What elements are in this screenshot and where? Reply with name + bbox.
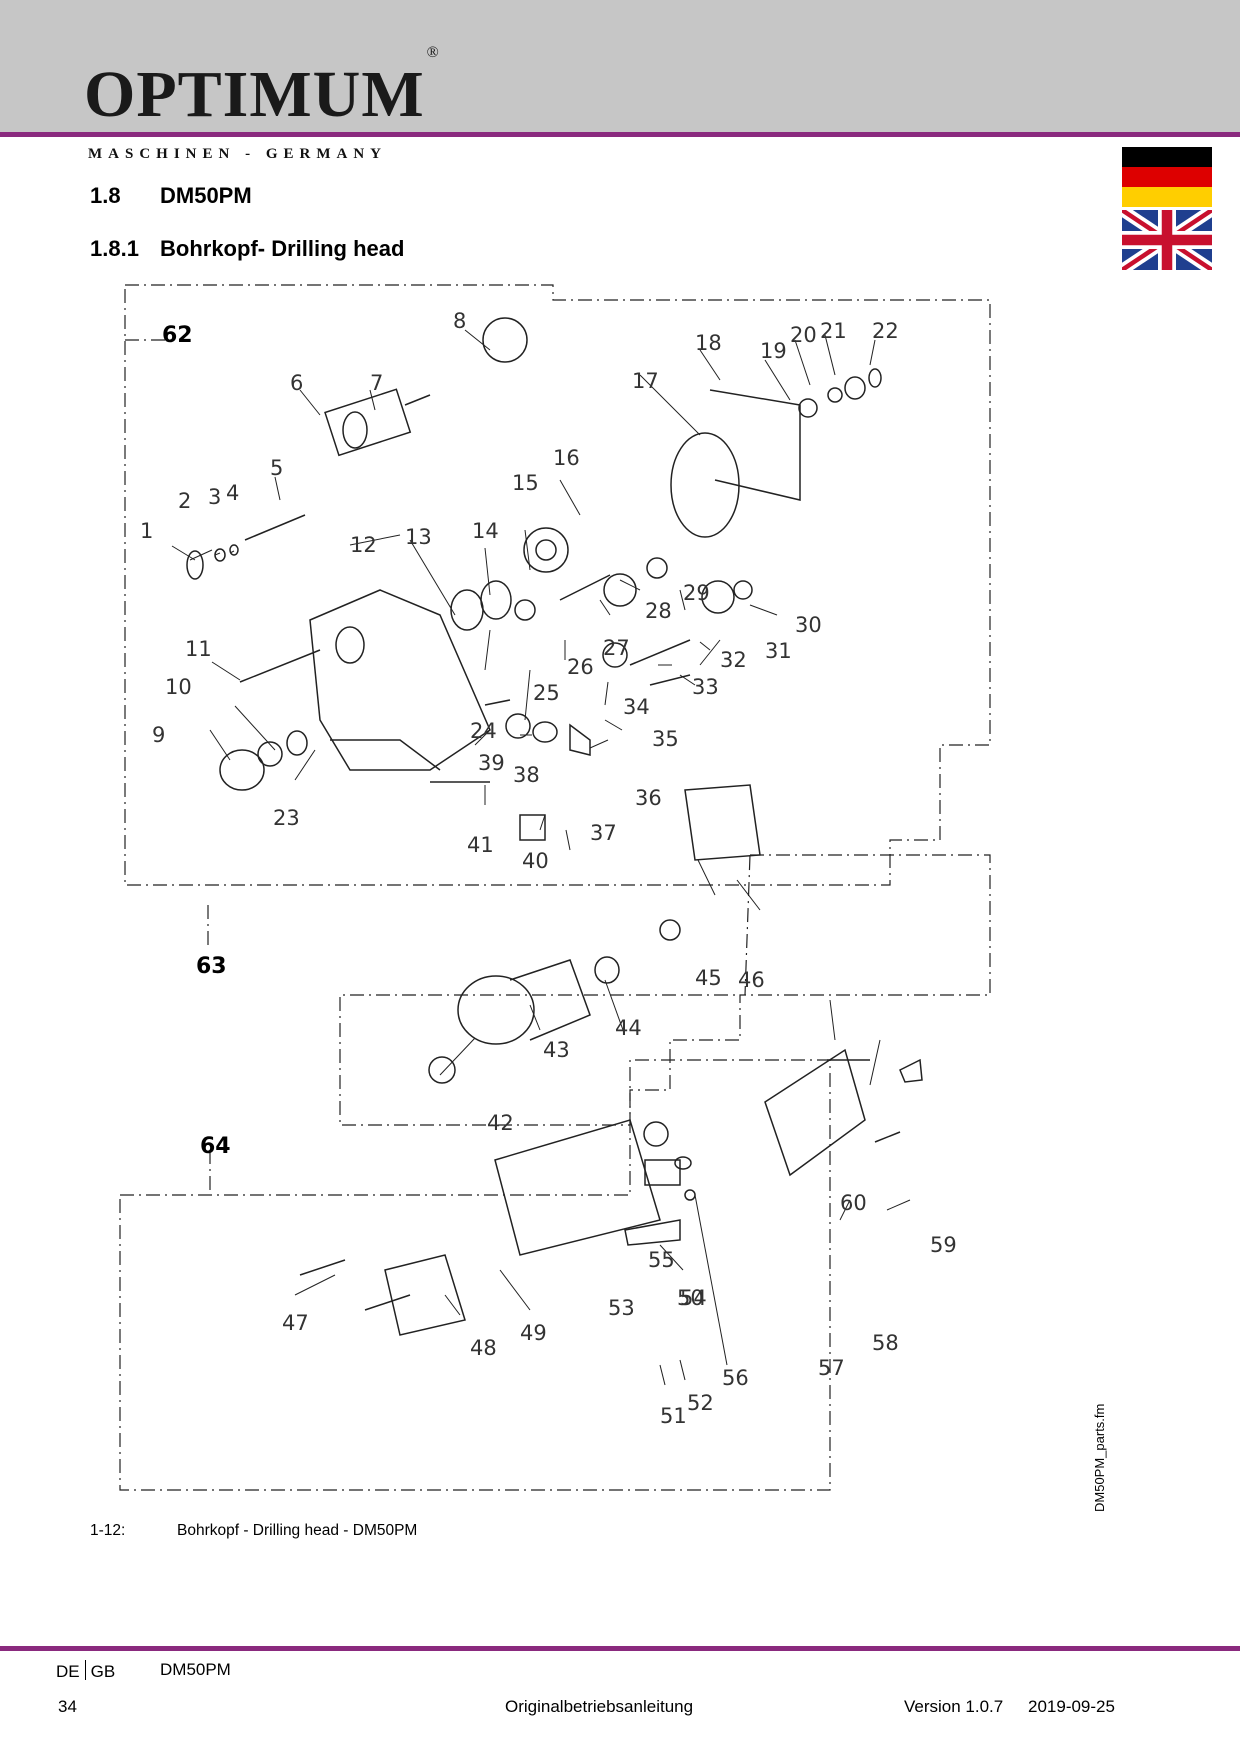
part-number-label: 5 [270, 456, 283, 480]
part-number-label: 21 [820, 319, 847, 343]
part-number-label: 12 [350, 533, 377, 557]
part-number-label: 22 [872, 319, 899, 343]
footer-date: 2019-09-25 [1028, 1697, 1115, 1716]
part-number-label: 57 [818, 1356, 845, 1380]
page-number: 34 [58, 1697, 77, 1716]
part-number-label: 39 [478, 751, 505, 775]
header-band [0, 0, 1240, 135]
part-number-label: 33 [692, 675, 719, 699]
part-number-label: 56 [722, 1366, 749, 1390]
part-number-label: 31 [765, 639, 792, 663]
de-flag-icon [1122, 147, 1212, 207]
part-number-label: 9 [152, 723, 165, 747]
part-number-label: 44 [615, 1016, 642, 1040]
part-number-label: 37 [590, 821, 617, 845]
part-number-label: 42 [487, 1111, 514, 1135]
part-number-label: 1 [140, 519, 153, 543]
part-number-label: 38 [513, 763, 540, 787]
part-number-label: 49 [520, 1321, 547, 1345]
part-number-label: 50 [677, 1286, 704, 1310]
footer-model: DM50PM [160, 1660, 231, 1679]
part-number-label: 20 [790, 323, 817, 347]
part-number-label: 40 [522, 849, 549, 873]
part-number-label: 14 [472, 519, 499, 543]
part-number-label: 47 [282, 1311, 309, 1335]
part-number-label: 26 [567, 655, 594, 679]
part-number-label: 58 [872, 1331, 899, 1355]
part-number-label: 13 [405, 525, 432, 549]
part-number-label: 15 [512, 471, 539, 495]
part-number-label: 54 [680, 1286, 707, 1310]
group-label: 63 [196, 954, 227, 979]
part-number-label: 16 [553, 446, 580, 470]
part-number-label: 51 [660, 1404, 687, 1428]
part-number-label: 23 [273, 806, 300, 830]
part-number-label: 8 [453, 309, 466, 333]
part-number-label: 11 [185, 637, 212, 661]
brand-logo: OPTIMUM® [84, 44, 440, 131]
gb-flag-icon [1122, 210, 1212, 270]
part-shapes [186, 317, 923, 1336]
part-number-label: 41 [467, 833, 494, 857]
part-number-label: 53 [608, 1296, 635, 1320]
part-number-label: 10 [165, 675, 192, 699]
figure-caption-text: Bohrkopf - Drilling head - DM50PM [177, 1522, 418, 1539]
part-number-label: 18 [695, 331, 722, 355]
part-number-label: 43 [543, 1038, 570, 1062]
part-number-label: 34 [623, 695, 650, 719]
part-number-label: 36 [635, 786, 662, 810]
footer-document-title: Originalbetriebsanleitung [505, 1697, 694, 1716]
part-number-label: 52 [687, 1391, 714, 1415]
header-accent-line [0, 132, 1240, 137]
part-number-label: 7 [370, 371, 383, 395]
part-number-label: 55 [648, 1248, 675, 1272]
group-label: 64 [200, 1134, 231, 1159]
part-number-label: 2 [178, 489, 191, 513]
part-number-label: 28 [645, 599, 672, 623]
footer-accent-line [0, 1646, 1240, 1651]
part-number-label: 32 [720, 648, 747, 672]
part-number-label: 27 [603, 636, 630, 660]
part-number-label: 24 [470, 719, 497, 743]
part-number-label: 29 [683, 581, 710, 605]
footer-version: Version 1.0.7 [904, 1697, 1004, 1716]
part-number-label: 3 [208, 485, 221, 509]
leader-lines [171, 329, 911, 1386]
part-number-label: 25 [533, 681, 560, 705]
part-number-label: 35 [652, 727, 679, 751]
part-number-label: 4 [226, 481, 239, 505]
part-number-label: 30 [795, 613, 822, 637]
brand-tagline: MASCHINEN - GERMANY [88, 146, 387, 162]
side-filename: DM50PM_parts.fm [1092, 1403, 1107, 1512]
part-number-label: 46 [738, 968, 765, 992]
group-label: 62 [162, 323, 193, 348]
part-number-label: 48 [470, 1336, 497, 1360]
part-number-label: 45 [695, 966, 722, 990]
part-number-label: 17 [632, 369, 659, 393]
part-number-label: 59 [930, 1233, 957, 1257]
part-number-label: 19 [760, 339, 787, 363]
part-number-label: 60 [840, 1191, 867, 1215]
figure-caption-label: 1-12: [90, 1522, 126, 1539]
part-number-label: 6 [290, 371, 303, 395]
